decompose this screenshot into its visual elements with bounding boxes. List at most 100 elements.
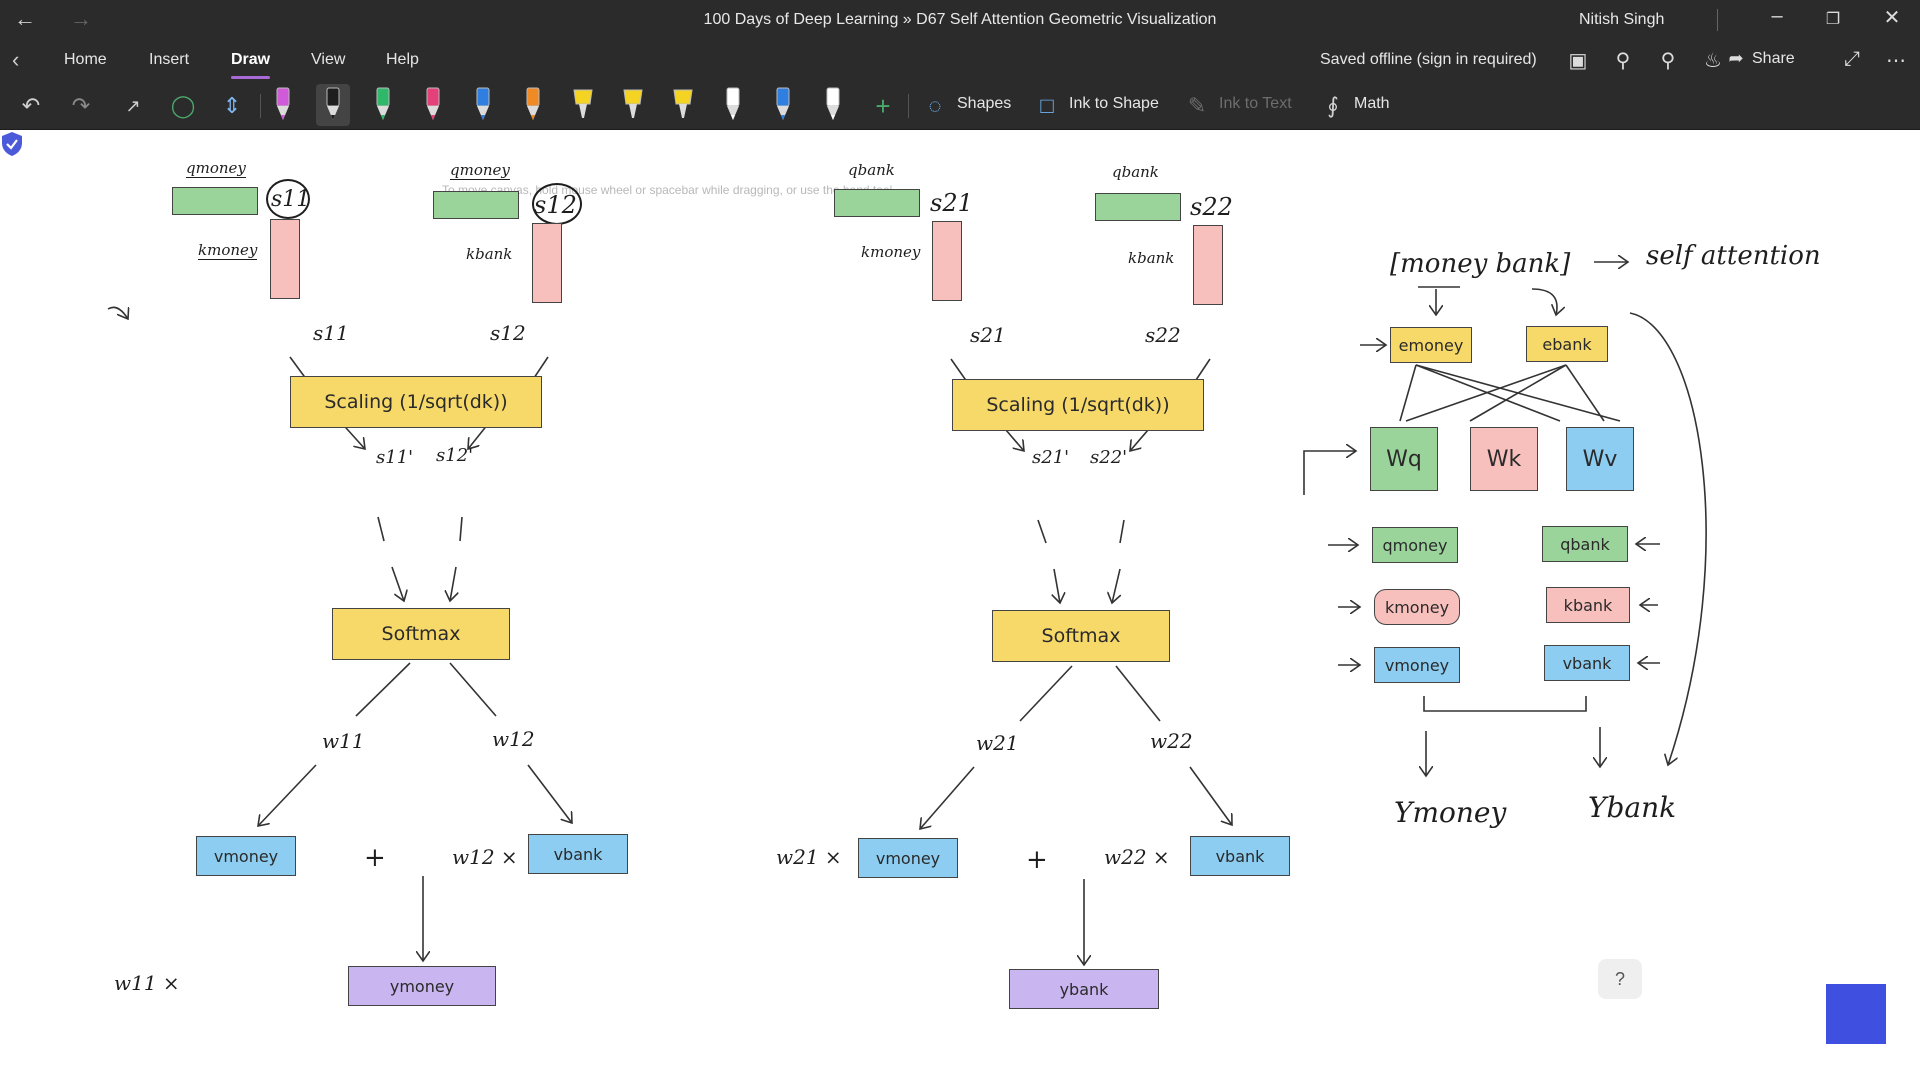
value-box: vmoney — [1374, 647, 1460, 683]
q-label: qmoney — [186, 159, 246, 178]
chevron-left-icon[interactable]: ‹ — [12, 47, 20, 72]
shield-icon[interactable] — [0, 131, 24, 157]
pen-12-icon[interactable] — [816, 84, 850, 126]
fullscreen-icon[interactable]: ⤢ — [1844, 48, 1860, 70]
share-button[interactable]: Share — [1752, 50, 1795, 67]
coef-label: w22 × — [1104, 845, 1170, 869]
query-box: qbank — [1542, 526, 1628, 562]
pen-9-icon[interactable] — [666, 84, 700, 126]
redo-icon[interactable]: ↷ — [71, 93, 91, 118]
pen-10-icon[interactable] — [716, 84, 750, 126]
arrow-label: s21 — [970, 323, 1006, 347]
key-vector — [532, 223, 562, 303]
add-pen-icon[interactable]: + — [875, 91, 891, 121]
value-vector: vmoney — [196, 836, 296, 876]
k-label: kbank — [1128, 249, 1175, 267]
key-vector — [1193, 225, 1223, 305]
q-label: qmoney — [450, 161, 510, 180]
value-vector: vmoney — [858, 838, 958, 878]
menu-view[interactable]: View — [311, 51, 346, 68]
undo-icon[interactable]: ↶ — [21, 93, 41, 118]
scaled-label: s11' — [376, 447, 414, 468]
ink-to-shape-icon[interactable]: □ — [1040, 93, 1054, 118]
pen-8-icon[interactable] — [616, 84, 650, 126]
weight-matrix-box: Wv — [1566, 427, 1634, 491]
weight-label: w22 — [1150, 729, 1193, 753]
share-icon[interactable]: ➦ — [1728, 48, 1744, 68]
note-canvas[interactable]: To move canvas, hold mouse wheel or spac… — [0, 131, 1920, 1080]
title-bar: ← → 100 Days of Deep Learning » D67 Self… — [0, 0, 1920, 40]
menu-insert[interactable]: Insert — [149, 51, 190, 68]
toolbar-divider — [260, 94, 261, 118]
back-arrow-icon[interactable]: ← — [14, 6, 36, 31]
value-vector: vbank — [528, 834, 628, 874]
query-vector — [834, 189, 920, 217]
sentence-label: [money bank] — [1390, 249, 1571, 279]
ink-to-text-button[interactable]: Ink to Text — [1219, 95, 1292, 112]
scaled-label: s22' — [1090, 447, 1128, 468]
arrow-label: s22 — [1145, 323, 1181, 347]
shapes-button[interactable]: Shapes — [957, 95, 1012, 112]
embedding-box: ebank — [1526, 326, 1608, 362]
menu-help[interactable]: Help — [386, 51, 419, 68]
scaled-label: s12' — [436, 445, 474, 466]
shapes-icon[interactable]: ◌ — [928, 93, 942, 118]
lightbulb-icon[interactable]: ⚲ — [1660, 50, 1676, 72]
pen-4-icon[interactable] — [416, 84, 450, 126]
pen-3-icon[interactable] — [366, 84, 400, 126]
menu-bar: ‹ Home Insert Draw View Help Saved offli… — [0, 40, 1920, 80]
weight-label: w21 — [976, 731, 1019, 755]
pen-11-icon[interactable] — [766, 84, 800, 126]
minimize-icon[interactable]: – — [1771, 5, 1783, 27]
key-box: kbank — [1546, 587, 1630, 623]
output-vector: ybank — [1009, 969, 1159, 1009]
title-divider — [1717, 9, 1718, 31]
bell-icon[interactable]: ♨ — [1704, 50, 1722, 72]
math-icon[interactable]: ∮ — [1327, 93, 1339, 118]
value-vector: vbank — [1190, 836, 1290, 876]
ink-strokes — [107, 131, 1707, 1080]
query-vector — [172, 187, 258, 215]
pen-2-icon[interactable] — [316, 84, 350, 126]
pen-1-icon[interactable] — [266, 84, 300, 126]
saved-status: Saved offline (sign in required) — [1320, 51, 1537, 68]
score-label: s21 — [930, 189, 973, 217]
q-label: qbank — [1112, 163, 1159, 181]
user-name[interactable]: Nitish Singh — [1579, 11, 1665, 28]
math-button[interactable]: Math — [1354, 95, 1390, 112]
ink-to-text-icon[interactable]: ✎ — [1187, 93, 1207, 118]
arrow-label: s11 — [313, 321, 349, 345]
add-space-icon[interactable]: ⇕ — [222, 93, 242, 118]
restore-icon[interactable]: ❐ — [1825, 11, 1841, 28]
weight-label: w11 — [322, 729, 365, 753]
q-label: qbank — [848, 161, 895, 179]
lasso-select-icon[interactable]: ◯ — [170, 93, 196, 118]
k-label: kbank — [466, 245, 513, 263]
question-icon[interactable]: ? — [1598, 959, 1642, 999]
menu-home[interactable]: Home — [64, 51, 107, 68]
draw-toolbar: ↶ ↷ ↗ ◯ ⇕ + ◌ Shapes □ Ink to Shape ✎ In… — [0, 80, 1920, 130]
notebook-icon[interactable]: ▣ — [1568, 50, 1588, 72]
more-options-icon[interactable]: ⋯ — [1886, 50, 1906, 72]
menu-draw[interactable]: Draw — [231, 51, 271, 79]
coef-label: w21 × — [776, 845, 842, 869]
ink-to-shape-button[interactable]: Ink to Shape — [1069, 95, 1159, 112]
query-vector — [1095, 193, 1181, 221]
type-select-icon[interactable]: ↗ — [125, 96, 141, 116]
weight-matrix-box: Wq — [1370, 427, 1438, 491]
video-thumbnail[interactable] — [1826, 984, 1886, 1044]
pen-6-icon[interactable] — [516, 84, 550, 126]
pen-7-icon[interactable] — [566, 84, 600, 126]
pen-5-icon[interactable] — [466, 84, 500, 126]
plus-sign: + — [364, 843, 386, 873]
toolbar-divider — [908, 94, 909, 118]
forward-arrow-icon[interactable]: → — [70, 6, 92, 31]
score-label: s22 — [1190, 193, 1233, 221]
output-label: Ybank — [1588, 791, 1677, 824]
query-vector — [433, 191, 519, 219]
scaling-block: Scaling (1/sqrt(dk)) — [290, 376, 542, 428]
k-label: kmoney — [198, 241, 258, 260]
close-icon[interactable]: ✕ — [1883, 7, 1901, 29]
search-icon[interactable]: ⚲ — [1615, 50, 1631, 72]
score-label: s11 — [271, 187, 311, 212]
